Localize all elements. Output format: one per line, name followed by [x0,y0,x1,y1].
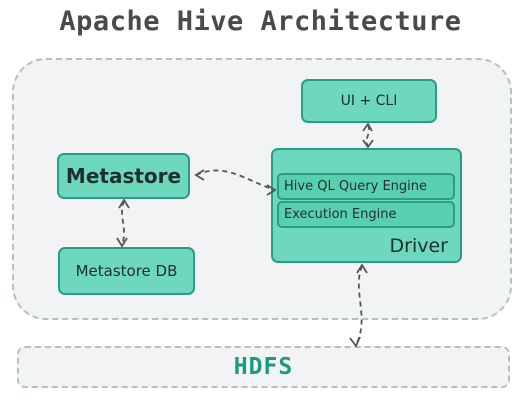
hdfs-box: HDFS [17,346,510,388]
ui-cli-box: UI + CLI [301,79,437,123]
driver-label: Driver [389,235,448,257]
metastore-box: Metastore [57,153,190,199]
hive-ql-query-engine-box: Hive QL Query Engine [277,173,455,200]
driver-box: Hive QL Query Engine Execution Engine Dr… [271,148,462,263]
diagram-title: Apache Hive Architecture [59,6,462,37]
execution-engine-box: Execution Engine [277,201,455,228]
metastore-db-box: Metastore DB [58,247,195,295]
